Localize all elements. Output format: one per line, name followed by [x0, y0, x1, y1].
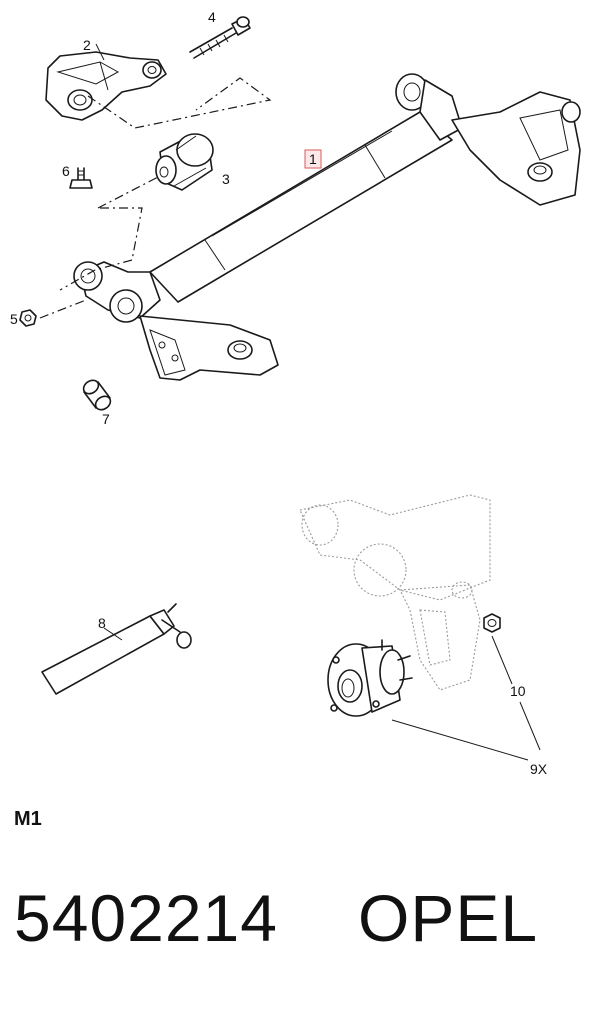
callout-10: 10 [510, 683, 526, 699]
callout-3: 3 [222, 171, 230, 187]
rubber-bushing [155, 133, 214, 191]
diagram-code: M1 [14, 808, 42, 830]
callout-6: 6 [62, 163, 70, 179]
wheel-hub-bearing [327, 639, 413, 717]
callout-2: 2 [83, 37, 91, 53]
rear-axle-beam [73, 73, 581, 381]
reference-axle-outline [299, 494, 491, 691]
callout-4: 4 [208, 9, 216, 25]
callout-1: 1 [309, 151, 317, 167]
callout-5: 5 [10, 311, 18, 327]
callout-8: 8 [98, 615, 106, 631]
callout-9x: 9X [530, 761, 548, 777]
bolt [189, 16, 251, 59]
small-bolt [69, 167, 93, 189]
nut [19, 309, 37, 327]
hub-nut [483, 613, 501, 633]
brand-name: OPEL [358, 881, 539, 955]
sleeve [82, 379, 112, 411]
callout-7: 7 [102, 411, 110, 427]
callout-1-box [304, 149, 322, 169]
mounting-bracket [45, 51, 167, 121]
abs-sensor [41, 603, 192, 695]
part-number: 5402214 [14, 881, 278, 955]
